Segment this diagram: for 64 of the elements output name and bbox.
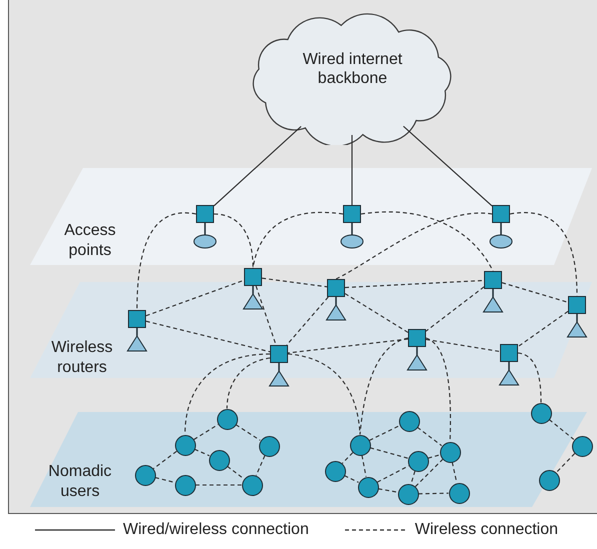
wireless-connection-line <box>256 286 276 346</box>
router-square <box>484 271 502 289</box>
wireless-connection-line <box>288 338 408 354</box>
layer-label: Access points <box>63 221 117 261</box>
wireless-connection-line <box>370 447 408 459</box>
wireless-connection-line <box>262 278 328 288</box>
wireless-connection-line <box>426 338 451 442</box>
wireless-connection-line <box>556 453 576 473</box>
wireless-connection-line <box>428 454 440 459</box>
wireless-connection-line <box>418 492 449 494</box>
wireless-connection-line <box>452 462 458 483</box>
wireless-connection-line <box>194 448 210 456</box>
access-point-square <box>343 205 361 223</box>
wireless-connection-line <box>426 286 484 332</box>
wireless-connection-line <box>286 296 329 346</box>
wireless-connection-line <box>342 452 354 464</box>
layer-label: Wireless routers <box>50 338 114 378</box>
wireless-connection-line <box>518 310 568 348</box>
wired-connection-line <box>403 126 492 206</box>
router-square <box>327 279 345 297</box>
wireless-connection-line <box>226 357 270 409</box>
router-square <box>270 345 288 363</box>
cloud-label: Wired internet backbone <box>302 50 404 88</box>
wireless-connection-line <box>360 211 494 272</box>
wireless-connection-line <box>214 213 254 268</box>
wireless-connection-line <box>377 465 409 483</box>
wired-connection-line <box>214 126 302 206</box>
router-square <box>244 268 262 286</box>
router-square <box>128 310 146 328</box>
wireless-connection-line <box>502 282 568 303</box>
router-square <box>408 329 426 347</box>
wireless-connection-line <box>256 455 266 476</box>
wireless-connection-line <box>378 488 398 493</box>
wireless-connection-line <box>410 470 416 484</box>
legend-text: Wireless connection <box>414 520 558 540</box>
wireless-connection-line <box>196 484 242 486</box>
wireless-connection-line <box>417 426 442 446</box>
wireless-connection-line <box>426 338 500 352</box>
router-square <box>568 296 586 314</box>
layer-label: Nomadic users <box>47 462 113 502</box>
wired-connection-line <box>351 135 353 205</box>
legend-text: Wired/wireless connection <box>123 520 309 540</box>
wireless-connection-line <box>344 280 484 288</box>
access-point-square <box>196 205 214 223</box>
wireless-connection-line <box>344 475 359 483</box>
router-square <box>500 344 518 362</box>
wireless-connection-line <box>153 450 177 470</box>
wireless-connection-line <box>415 459 443 487</box>
wireless-connection-line <box>252 212 344 268</box>
wireless-connection-line <box>236 424 260 441</box>
wireless-connection-line <box>359 337 408 435</box>
wireless-connection-line <box>146 320 270 352</box>
wireless-connection-line <box>518 352 542 402</box>
wireless-connection-line <box>227 466 244 480</box>
wireless-connection-line <box>155 477 175 483</box>
wireless-connection-line <box>336 212 492 280</box>
wireless-connection-line <box>344 293 408 333</box>
wireless-connection-line <box>369 425 400 441</box>
wireless-connection-line <box>136 212 196 310</box>
wireless-connection-line <box>146 280 244 316</box>
wireless-connection-line <box>194 424 218 440</box>
wireless-connection-line <box>361 455 367 477</box>
access-point-square <box>492 205 510 223</box>
wireless-connection-line <box>548 419 574 440</box>
